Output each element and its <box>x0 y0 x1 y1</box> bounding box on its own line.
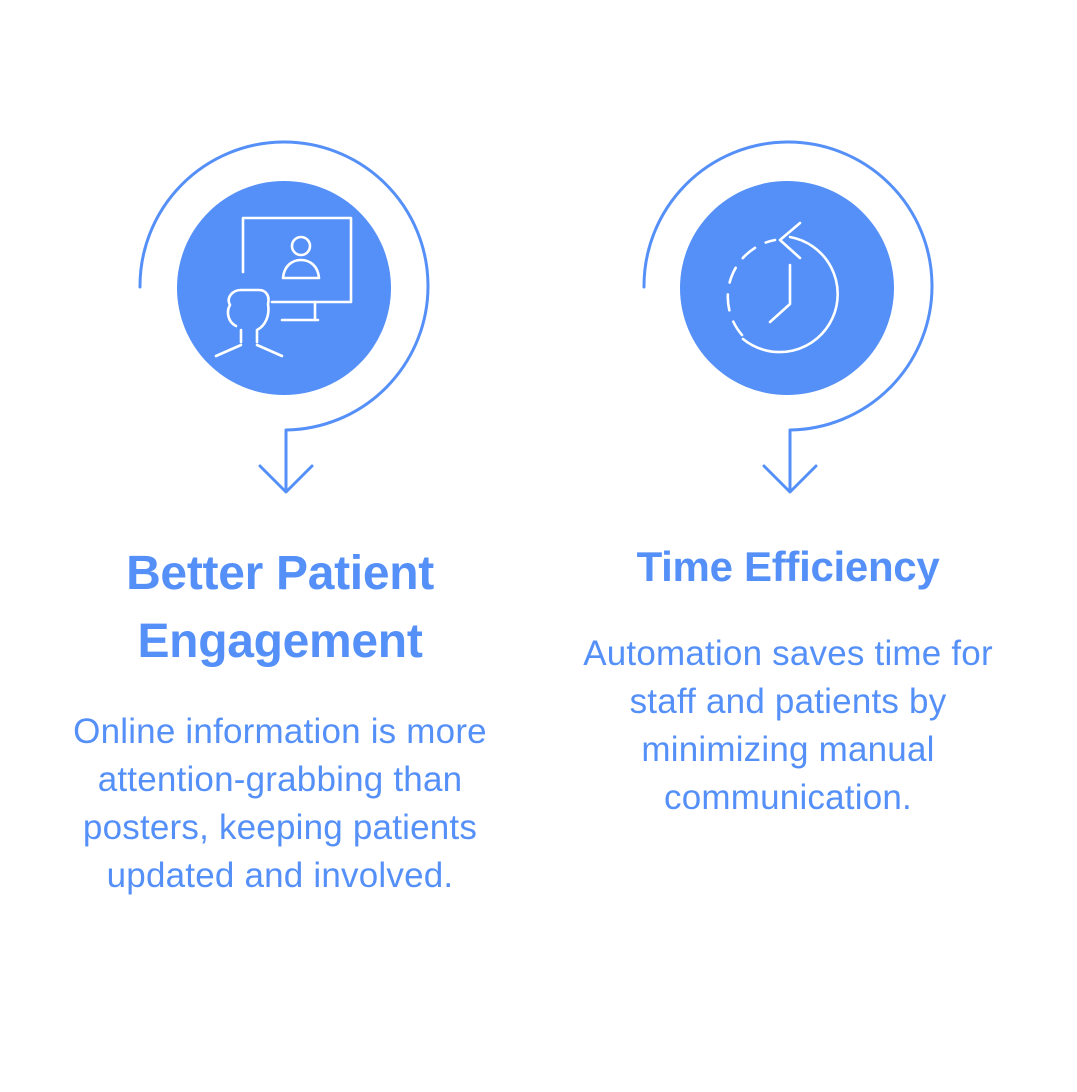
arc-arrow-left <box>138 140 430 493</box>
card-title-left: Better Patient Engagement <box>126 547 434 668</box>
card-graphic-right <box>642 140 934 494</box>
arc-arrow-right <box>642 140 934 493</box>
card-description-right: Automation saves time for staff and pati… <box>583 634 993 817</box>
clock-refresh-icon <box>726 221 839 354</box>
arrow-head-left <box>258 464 314 494</box>
card-graphic-left <box>138 140 430 494</box>
icon-circle-left <box>177 181 391 395</box>
card-description-left: Online information is more attention-gra… <box>73 712 487 895</box>
icon-circle-right <box>680 181 894 395</box>
card-title-right: Time Efficiency <box>636 543 940 590</box>
user-monitor-icon <box>214 216 353 358</box>
arrow-head-right <box>762 464 818 494</box>
